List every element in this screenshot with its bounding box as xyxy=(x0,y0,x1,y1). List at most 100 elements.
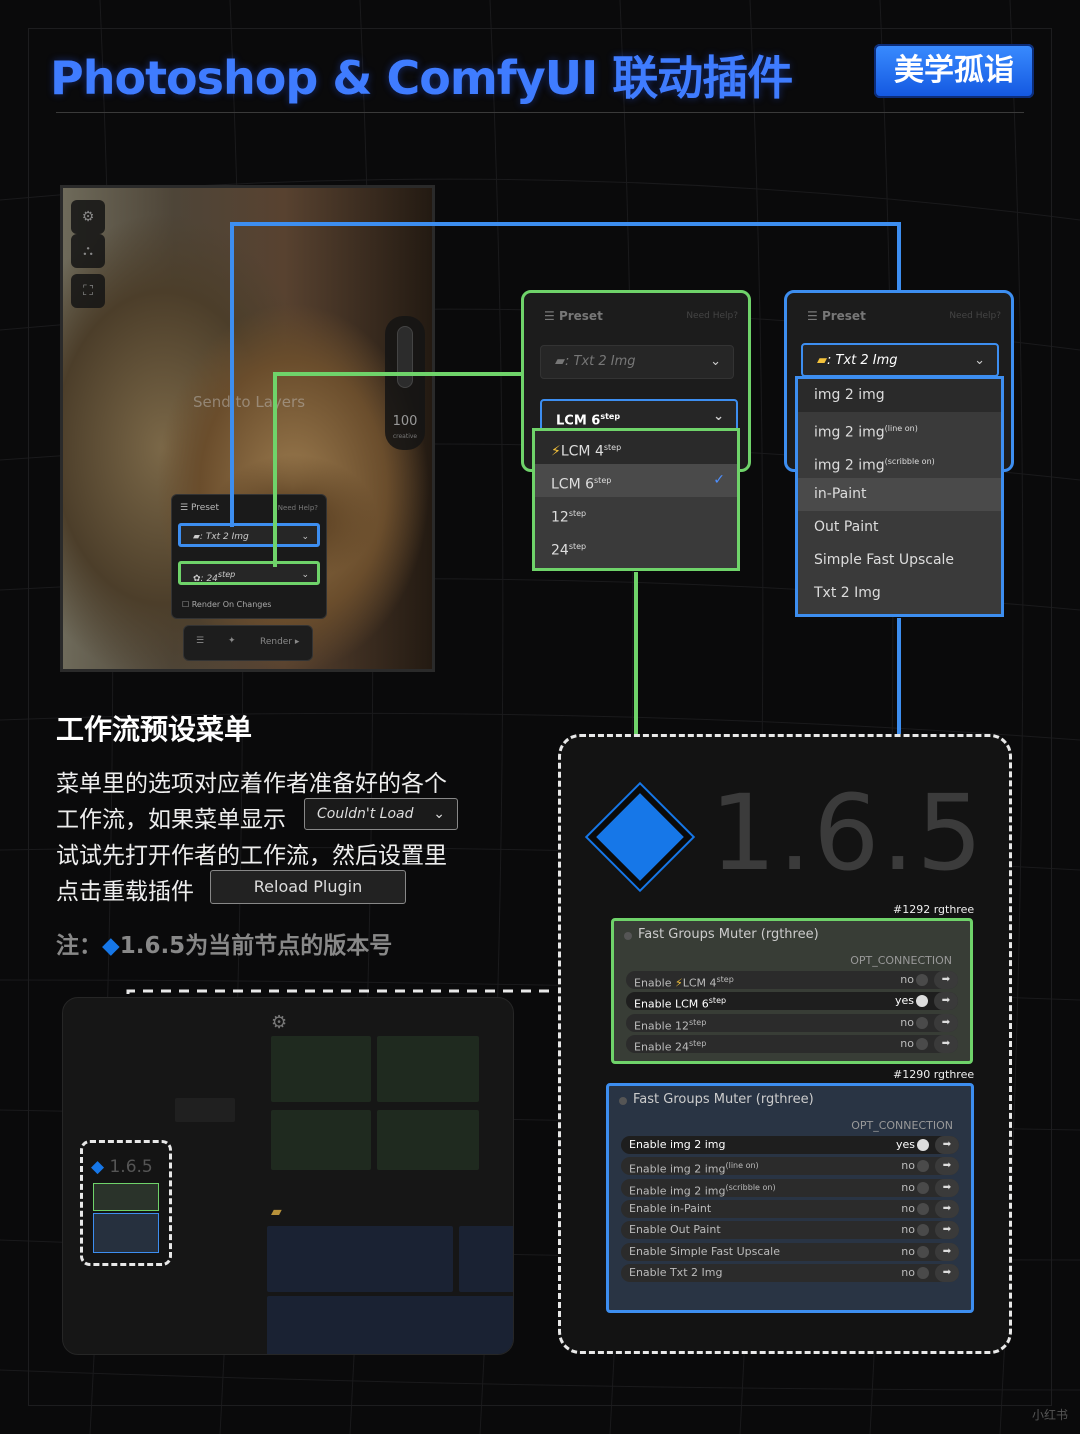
send-to-layers-overlay: Send to Layers xyxy=(193,393,306,411)
mini-help-link[interactable]: Need Help? xyxy=(277,504,318,512)
explain-line-4: 点击重载插件 xyxy=(56,879,194,905)
chevron-down-icon: ⌄ xyxy=(713,409,724,424)
help-link[interactable]: Need Help? xyxy=(686,311,738,321)
check-icon: ✓ xyxy=(713,472,725,488)
mini-steps-select[interactable]: ✿: 24step⌄ xyxy=(178,561,320,585)
workflow-icon[interactable]: ⛬ xyxy=(71,234,105,268)
menu-item-lcm6[interactable]: LCM 6step✓ xyxy=(535,464,737,497)
menu-item-outpaint[interactable]: Out Paint xyxy=(814,519,879,535)
menu-item-24[interactable]: 24step xyxy=(551,542,587,559)
group-24 xyxy=(377,1110,479,1170)
group-12 xyxy=(271,1110,371,1170)
node-id-1290: #1290 rgthree xyxy=(893,1068,975,1081)
arrow-icon[interactable]: ➡ xyxy=(935,1136,959,1154)
menu-icon[interactable]: ☰ xyxy=(196,636,205,646)
green-steps-menu: ⚡LCM 4step LCM 6step✓ 12step 24step xyxy=(532,428,740,571)
opt-connection: OPT_CONNECTION xyxy=(850,954,952,967)
sparkle-icon[interactable]: ✦ xyxy=(228,636,236,646)
group-txt2img xyxy=(459,1226,513,1292)
toggle-row-img2img-line[interactable]: Enable img 2 img(line on)no➡ xyxy=(621,1157,959,1176)
photoshop-canvas: ⚙ ⛬ ⛶ Send to Layers 100 creative ☰ Pres… xyxy=(60,185,435,672)
group-lcm6 xyxy=(377,1036,479,1102)
node-id-1292: #1292 rgthree xyxy=(893,903,975,916)
menu-item-lcm4[interactable]: ⚡LCM 4step xyxy=(535,431,737,464)
workflow-graph-thumbnail: ⚙ ▰ xyxy=(62,997,514,1355)
section-heading: 工作流预设菜单 xyxy=(56,713,253,746)
mini-preset-panel: ☰ Preset Need Help? ▰: Txt 2 Img⌄ ✿: 24s… xyxy=(171,494,327,619)
arrow-icon[interactable]: ➡ xyxy=(934,1035,958,1053)
thumb-blue-node xyxy=(93,1213,159,1253)
explain-line-3: 试试先打开作者的工作流，然后设置里 xyxy=(56,843,447,869)
gear-icon: ⚙ xyxy=(271,1012,288,1033)
node-title: Fast Groups Muter (rgthree) xyxy=(638,927,819,942)
arrow-icon[interactable]: ➡ xyxy=(935,1200,959,1218)
watermark: 小红书 xyxy=(1032,1408,1069,1422)
preset-title: ☰ Preset xyxy=(544,309,603,323)
version-note: 注：◆1.6.5为当前节点的版本号 xyxy=(56,933,393,959)
menu-item-12[interactable]: 12step xyxy=(551,509,587,526)
thumb-node-callout: ◆ 1.6.5 xyxy=(80,1140,172,1266)
outer-frame xyxy=(28,28,1052,1406)
render-on-changes-checkbox[interactable]: ☐ Render On Changes xyxy=(182,600,272,609)
mini-toolbar: ☰ ✦ Render ▸ xyxy=(183,625,313,661)
folder-icon: ▰ xyxy=(271,1204,282,1220)
group-img2img xyxy=(267,1226,453,1292)
arrow-icon[interactable]: ➡ xyxy=(934,971,958,989)
blue-fast-groups-muter[interactable]: Fast Groups Muter (rgthree) OPT_CONNECTI… xyxy=(606,1083,974,1313)
mini-preset-select[interactable]: ▰: Txt 2 Img⌄ xyxy=(178,523,320,547)
arrow-icon[interactable]: ➡ xyxy=(935,1264,959,1282)
arrow-icon[interactable]: ➡ xyxy=(935,1179,959,1197)
arrow-icon[interactable]: ➡ xyxy=(935,1221,959,1239)
preset-title: ☰ Preset xyxy=(807,309,866,323)
reload-plugin-button[interactable]: Reload Plugin xyxy=(210,870,406,904)
chevron-down-icon: ⌄ xyxy=(974,353,985,368)
render-button[interactable]: Render ▸ xyxy=(260,637,300,647)
mini-preset-title: ☰ Preset xyxy=(180,503,220,513)
creativity-slider[interactable]: 100 creative xyxy=(385,316,425,450)
menu-item-img2img-scribble[interactable]: img 2 img(scribble on) xyxy=(814,457,935,474)
fullscreen-icon[interactable]: ⛶ xyxy=(71,274,105,308)
diamond-icon: ◆ xyxy=(102,933,120,959)
explain-line-1: 菜单里的选项对应着作者准备好的各个 xyxy=(56,771,447,797)
arrow-icon[interactable]: ➡ xyxy=(935,1157,959,1175)
menu-item-upscale[interactable]: Simple Fast Upscale xyxy=(814,552,955,568)
preset-select[interactable]: ▰: Txt 2 Img⌄ xyxy=(801,343,999,377)
arrow-icon[interactable]: ➡ xyxy=(934,1014,958,1032)
toggle-row-img2img-scribble[interactable]: Enable img 2 img(scribble on)no➡ xyxy=(621,1179,959,1198)
arrow-icon[interactable]: ➡ xyxy=(935,1243,959,1261)
menu-item-img2img[interactable]: img 2 img xyxy=(798,379,1001,412)
slider-value: 100 xyxy=(392,414,418,429)
couldnt-load-select[interactable]: Couldn't Load⌄ xyxy=(304,798,458,830)
menu-item-inpaint[interactable]: in-Paint xyxy=(798,478,1001,511)
title-divider xyxy=(56,112,1024,113)
arrow-icon[interactable]: ➡ xyxy=(934,992,958,1010)
preset-select[interactable]: ▰: Txt 2 Img⌄ xyxy=(540,345,734,379)
node-dot xyxy=(619,1097,627,1105)
node-title: Fast Groups Muter (rgthree) xyxy=(633,1092,814,1107)
thumb-green-node xyxy=(93,1183,159,1211)
explain-line-2: 工作流，如果菜单显示 xyxy=(56,807,286,833)
menu-item-txt2img[interactable]: Txt 2 Img xyxy=(814,585,881,601)
opt-connection: OPT_CONNECTION xyxy=(851,1119,953,1132)
chevron-down-icon: ⌄ xyxy=(301,570,309,580)
author-badge: 美学孤诣 xyxy=(874,44,1034,98)
settings-icon[interactable]: ⚙ xyxy=(71,200,105,234)
green-fast-groups-muter[interactable]: Fast Groups Muter (rgthree) OPT_CONNECTI… xyxy=(611,918,973,1064)
node-dot xyxy=(624,932,632,940)
page-title: Photoshop & ComfyUI 联动插件 xyxy=(50,51,793,105)
slider-knob[interactable] xyxy=(397,326,413,388)
slider-label: creative xyxy=(392,433,418,440)
loader-node xyxy=(175,1098,235,1122)
menu-item-img2img-line[interactable]: img 2 img(line on) xyxy=(814,424,918,441)
help-link[interactable]: Need Help? xyxy=(949,311,1001,321)
diamond-icon: ◆ xyxy=(91,1157,105,1177)
